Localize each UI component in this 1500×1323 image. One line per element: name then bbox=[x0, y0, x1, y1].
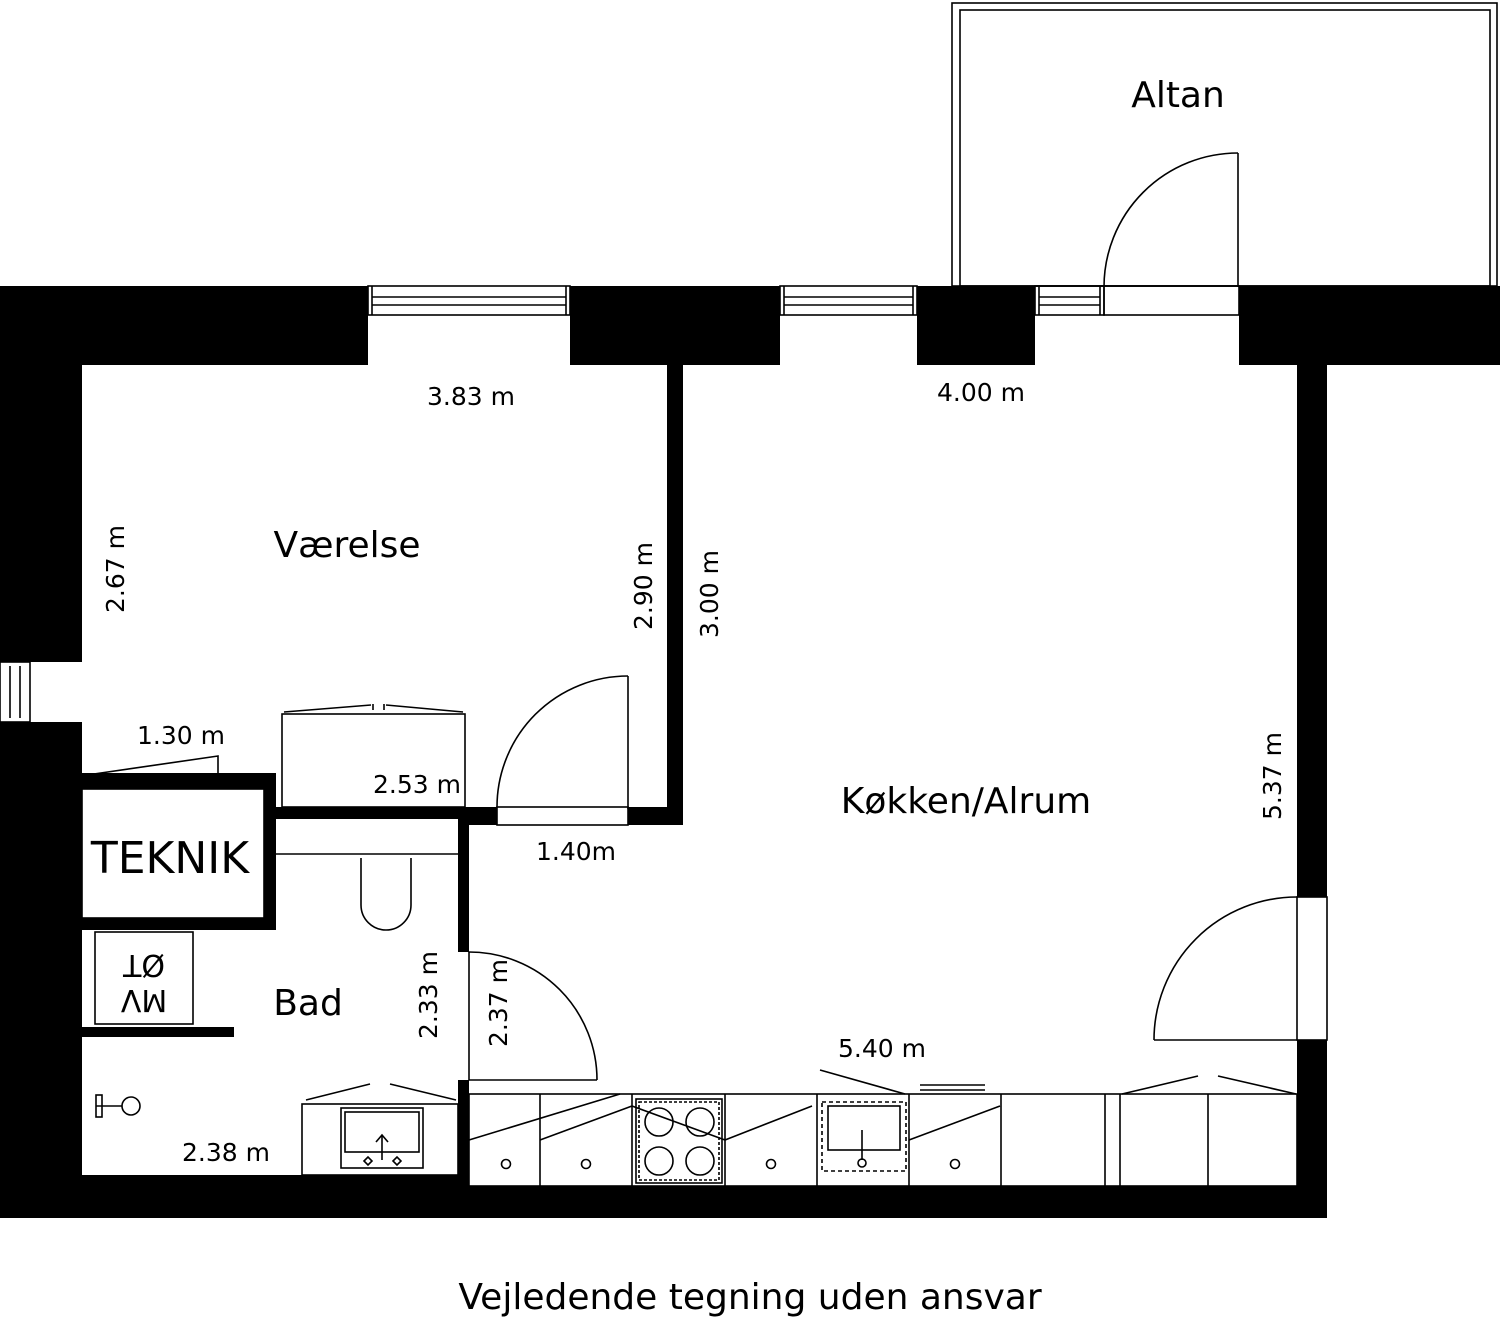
bath-sink bbox=[301, 1083, 459, 1176]
disclaimer-text: Vejledende tegning uden ansvar bbox=[458, 1277, 1042, 1318]
walls bbox=[0, 286, 1500, 1218]
balcony bbox=[951, 2, 1498, 287]
hall-closet bbox=[86, 755, 219, 789]
dim-hall-height: 2.37 m bbox=[484, 959, 513, 1047]
door-bath bbox=[468, 951, 598, 1081]
dim-kokken-right-height: 5.37 m bbox=[1258, 732, 1287, 820]
kitchen-sink-icon bbox=[821, 1101, 907, 1172]
dim-hall-width: 1.30 m bbox=[137, 721, 225, 750]
toilet bbox=[276, 853, 458, 931]
teknik-room bbox=[81, 788, 265, 919]
windows bbox=[0, 285, 1328, 1041]
dim-kokken-left-height: 3.00 m bbox=[695, 550, 724, 638]
dim-bad-width: 2.38 m bbox=[182, 1138, 270, 1167]
dim-vaerelse-left-height: 2.67 m bbox=[101, 525, 130, 613]
door-right-exterior bbox=[1296, 896, 1328, 1041]
door-bedroom bbox=[496, 675, 629, 826]
dim-vaerelse-right-height: 2.90 m bbox=[629, 542, 658, 630]
balcony-door bbox=[1103, 152, 1239, 288]
door-kitchen-exterior bbox=[1153, 896, 1298, 1041]
room-label-bad: Bad bbox=[273, 983, 343, 1024]
window-left bbox=[0, 661, 31, 723]
mv-unit bbox=[94, 931, 194, 1025]
mv-label: MV ØT bbox=[120, 947, 167, 1017]
room-label-vaerelse: Værelse bbox=[273, 525, 420, 566]
mv-label-bottom: ØT bbox=[122, 947, 165, 982]
window-bedroom bbox=[367, 285, 571, 316]
bedroom-wardrobe bbox=[281, 704, 466, 808]
dim-kitchen-length: 5.40 m bbox=[838, 1034, 926, 1063]
room-label-teknik: TEKNIK bbox=[90, 833, 250, 884]
dim-door-width: 1.40m bbox=[536, 837, 616, 866]
kitchen-counter bbox=[468, 1069, 1298, 1187]
mv-label-top: MV bbox=[120, 982, 167, 1017]
room-label-kokken: Køkken/Alrum bbox=[841, 781, 1091, 822]
dim-kokken-top-width: 4.00 m bbox=[937, 378, 1025, 407]
shower-tap-icon bbox=[95, 1094, 141, 1118]
window-balcony-side bbox=[1034, 285, 1240, 316]
stove-icon bbox=[635, 1098, 723, 1184]
window-kitchen bbox=[779, 285, 918, 316]
dim-bad-height: 2.33 m bbox=[414, 951, 443, 1039]
room-label-altan: Altan bbox=[1131, 75, 1225, 116]
dim-vaerelse-width: 3.83 m bbox=[427, 382, 515, 411]
dim-closet-width: 2.53 m bbox=[373, 770, 461, 799]
